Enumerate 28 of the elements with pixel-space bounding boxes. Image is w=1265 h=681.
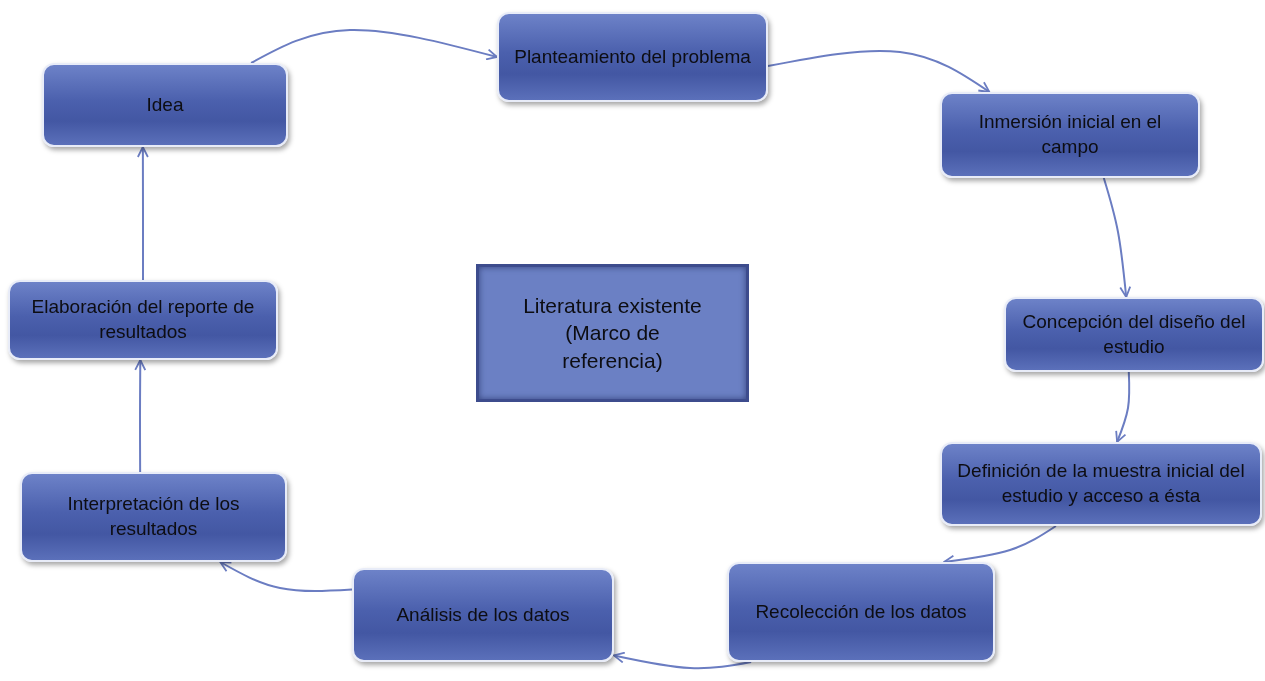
arrow: [767, 49, 991, 93]
process-box: [20, 472, 287, 562]
reference-box: [476, 264, 749, 402]
process-box: [352, 568, 614, 662]
arrow: [1102, 177, 1132, 298]
process-box: [940, 442, 1262, 526]
box-label: Definición de la muestra inicial del estudio y acceso a ésta: [956, 459, 1246, 508]
box-label: Recolección de los datos: [755, 599, 967, 624]
box-label: Idea: [146, 92, 184, 117]
box-label: Análisis de los datos: [396, 602, 570, 627]
process-box: [497, 12, 768, 102]
arrow: [1115, 371, 1131, 443]
arrow: [250, 29, 498, 64]
arrow: [613, 651, 753, 670]
box-label: Concepción del diseño del estudio: [1021, 309, 1247, 359]
process-box: [1004, 297, 1264, 372]
arrow: [219, 561, 353, 593]
process-box: [8, 280, 278, 360]
box-label: Elaboración del reporte de resultados: [30, 295, 256, 344]
process-box: [727, 562, 995, 662]
box-label: Literatura existente (Marco de referencia): [522, 293, 703, 374]
box-label: Interpretación de los resultados: [66, 492, 241, 541]
box-label: Inmersión inicial en el campo: [977, 110, 1163, 159]
arrow: [134, 359, 147, 473]
arrow: [137, 146, 149, 281]
process-box: [940, 92, 1200, 178]
box-label: Planteamiento del problema: [514, 44, 751, 69]
process-box: [42, 63, 288, 147]
